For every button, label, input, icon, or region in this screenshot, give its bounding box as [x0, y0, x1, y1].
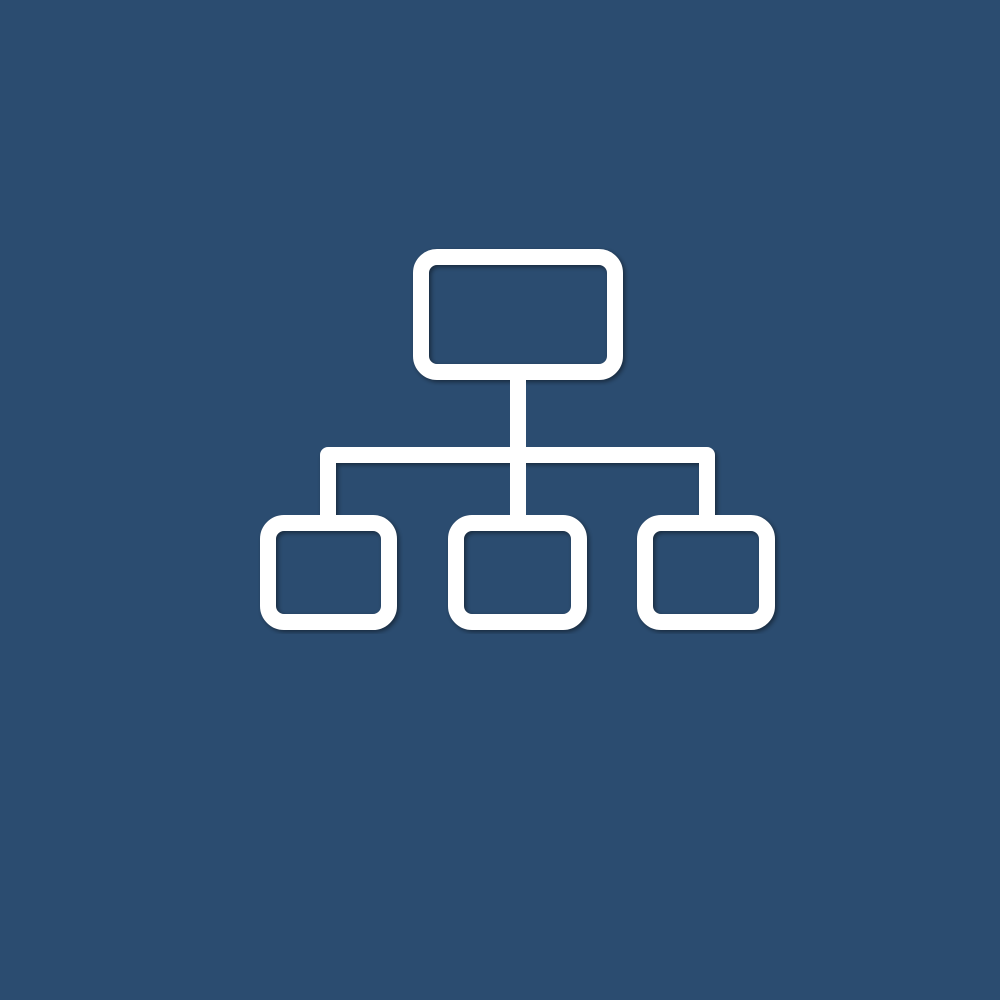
org-chart-child-node-center	[448, 515, 587, 630]
org-chart-child-node-right	[637, 515, 775, 630]
org-chart-child-node-left	[260, 515, 397, 630]
org-chart-root-node	[413, 249, 623, 380]
org-chart-branch-line	[320, 447, 715, 522]
